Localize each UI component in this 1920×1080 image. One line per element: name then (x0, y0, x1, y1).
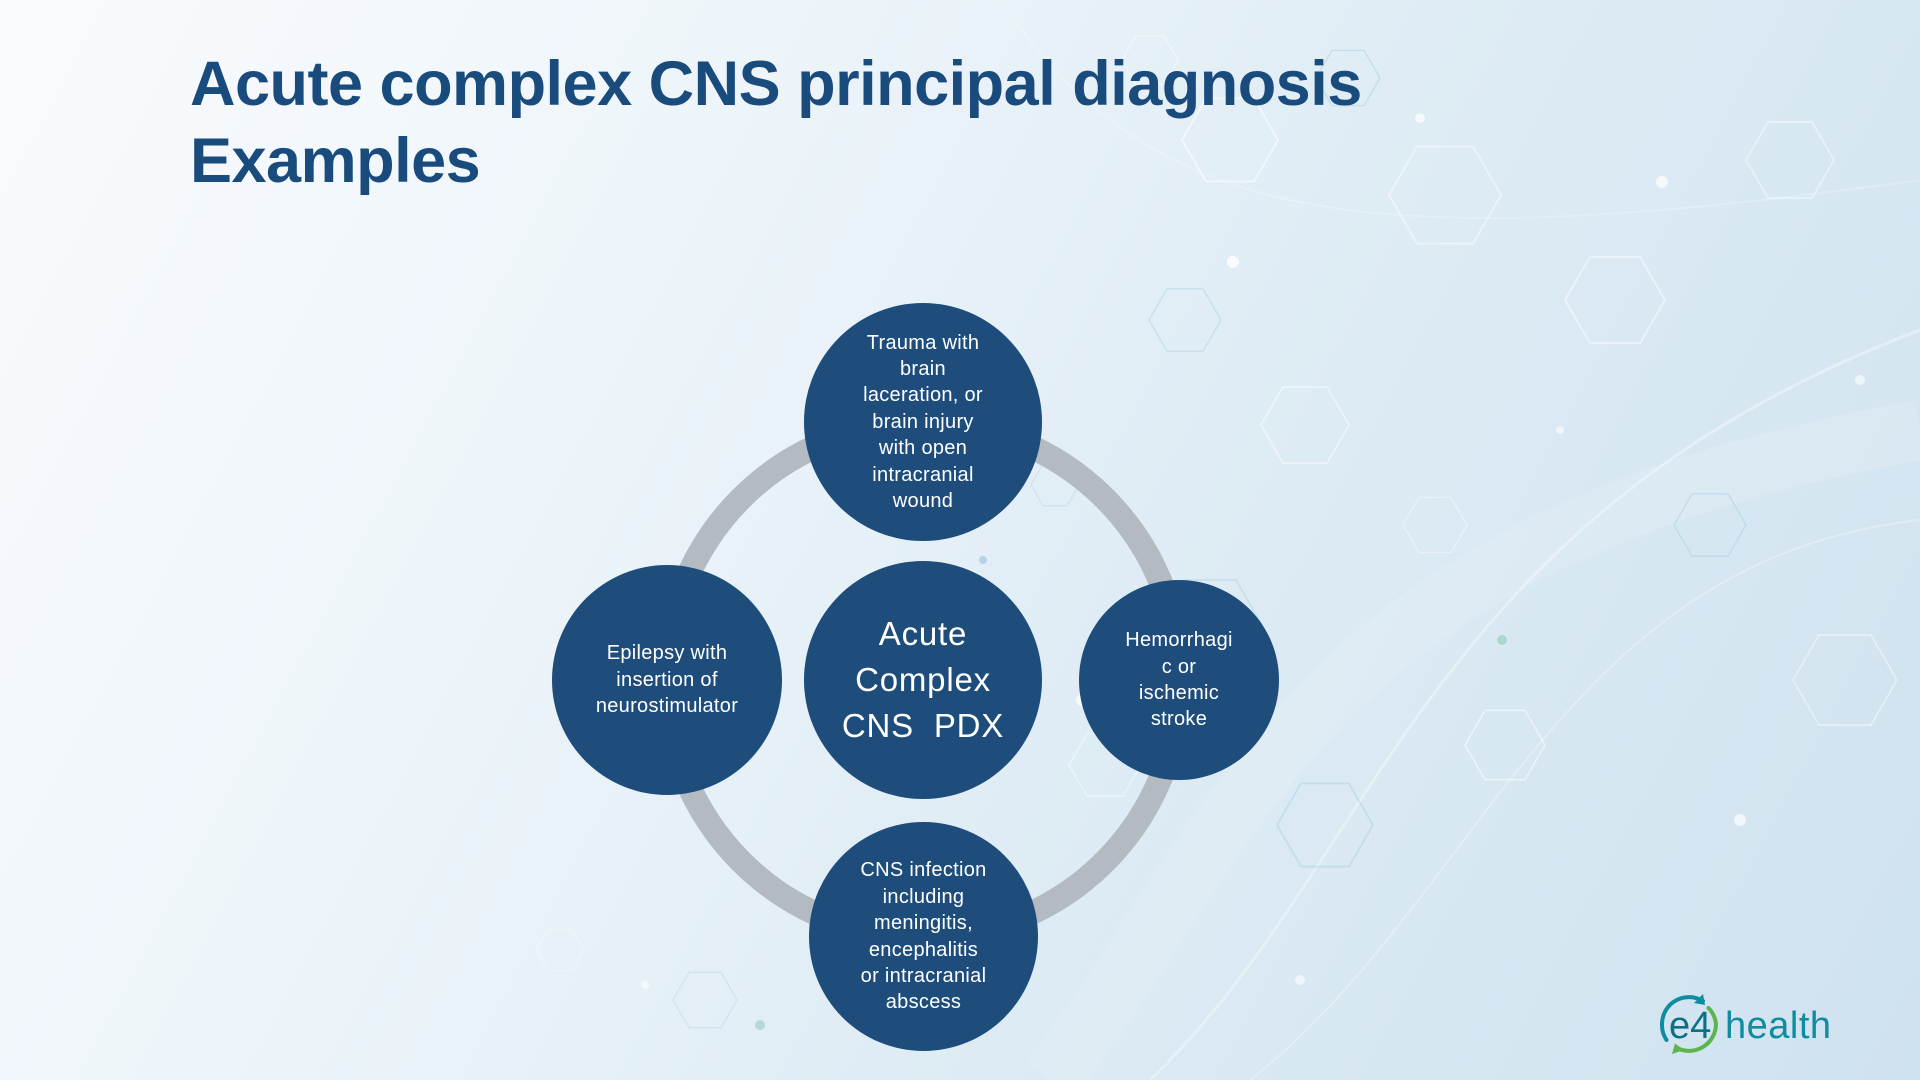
diagram-node-epilepsy: Epilepsy with insertion of neurostimulat… (552, 565, 782, 795)
e4health-logo-graphic: e4 health (1660, 994, 1832, 1054)
node-label-cns-infection: CNS infection including meningitis, ence… (860, 859, 987, 1014)
node-label-trauma: Trauma with brain laceration, or brain i… (863, 331, 983, 512)
diagram-node-trauma: Trauma with brain laceration, or brain i… (804, 303, 1042, 541)
diagram-node-center: Acute Complex CNS PDX (804, 561, 1042, 799)
logo-text-health: health (1725, 1005, 1832, 1047)
diagram-node-cns-infection: CNS infection including meningitis, ence… (809, 822, 1038, 1051)
node-label-stroke: Hemorrhagi c or ischemic stroke (1125, 629, 1233, 731)
e4health-logo: e4 health (1648, 990, 1898, 1060)
logo-text-e4: e4 (1669, 1005, 1711, 1047)
diagram-node-stroke: Hemorrhagi c or ischemic stroke (1079, 580, 1279, 780)
logo-ring-icon (1660, 994, 1719, 1054)
node-label-center: Acute Complex CNS PDX (841, 614, 1005, 745)
node-label-epilepsy: Epilepsy with insertion of neurostimulat… (595, 642, 739, 718)
slide-title: Acute complex CNS principal diagnosis Ex… (190, 49, 1362, 196)
